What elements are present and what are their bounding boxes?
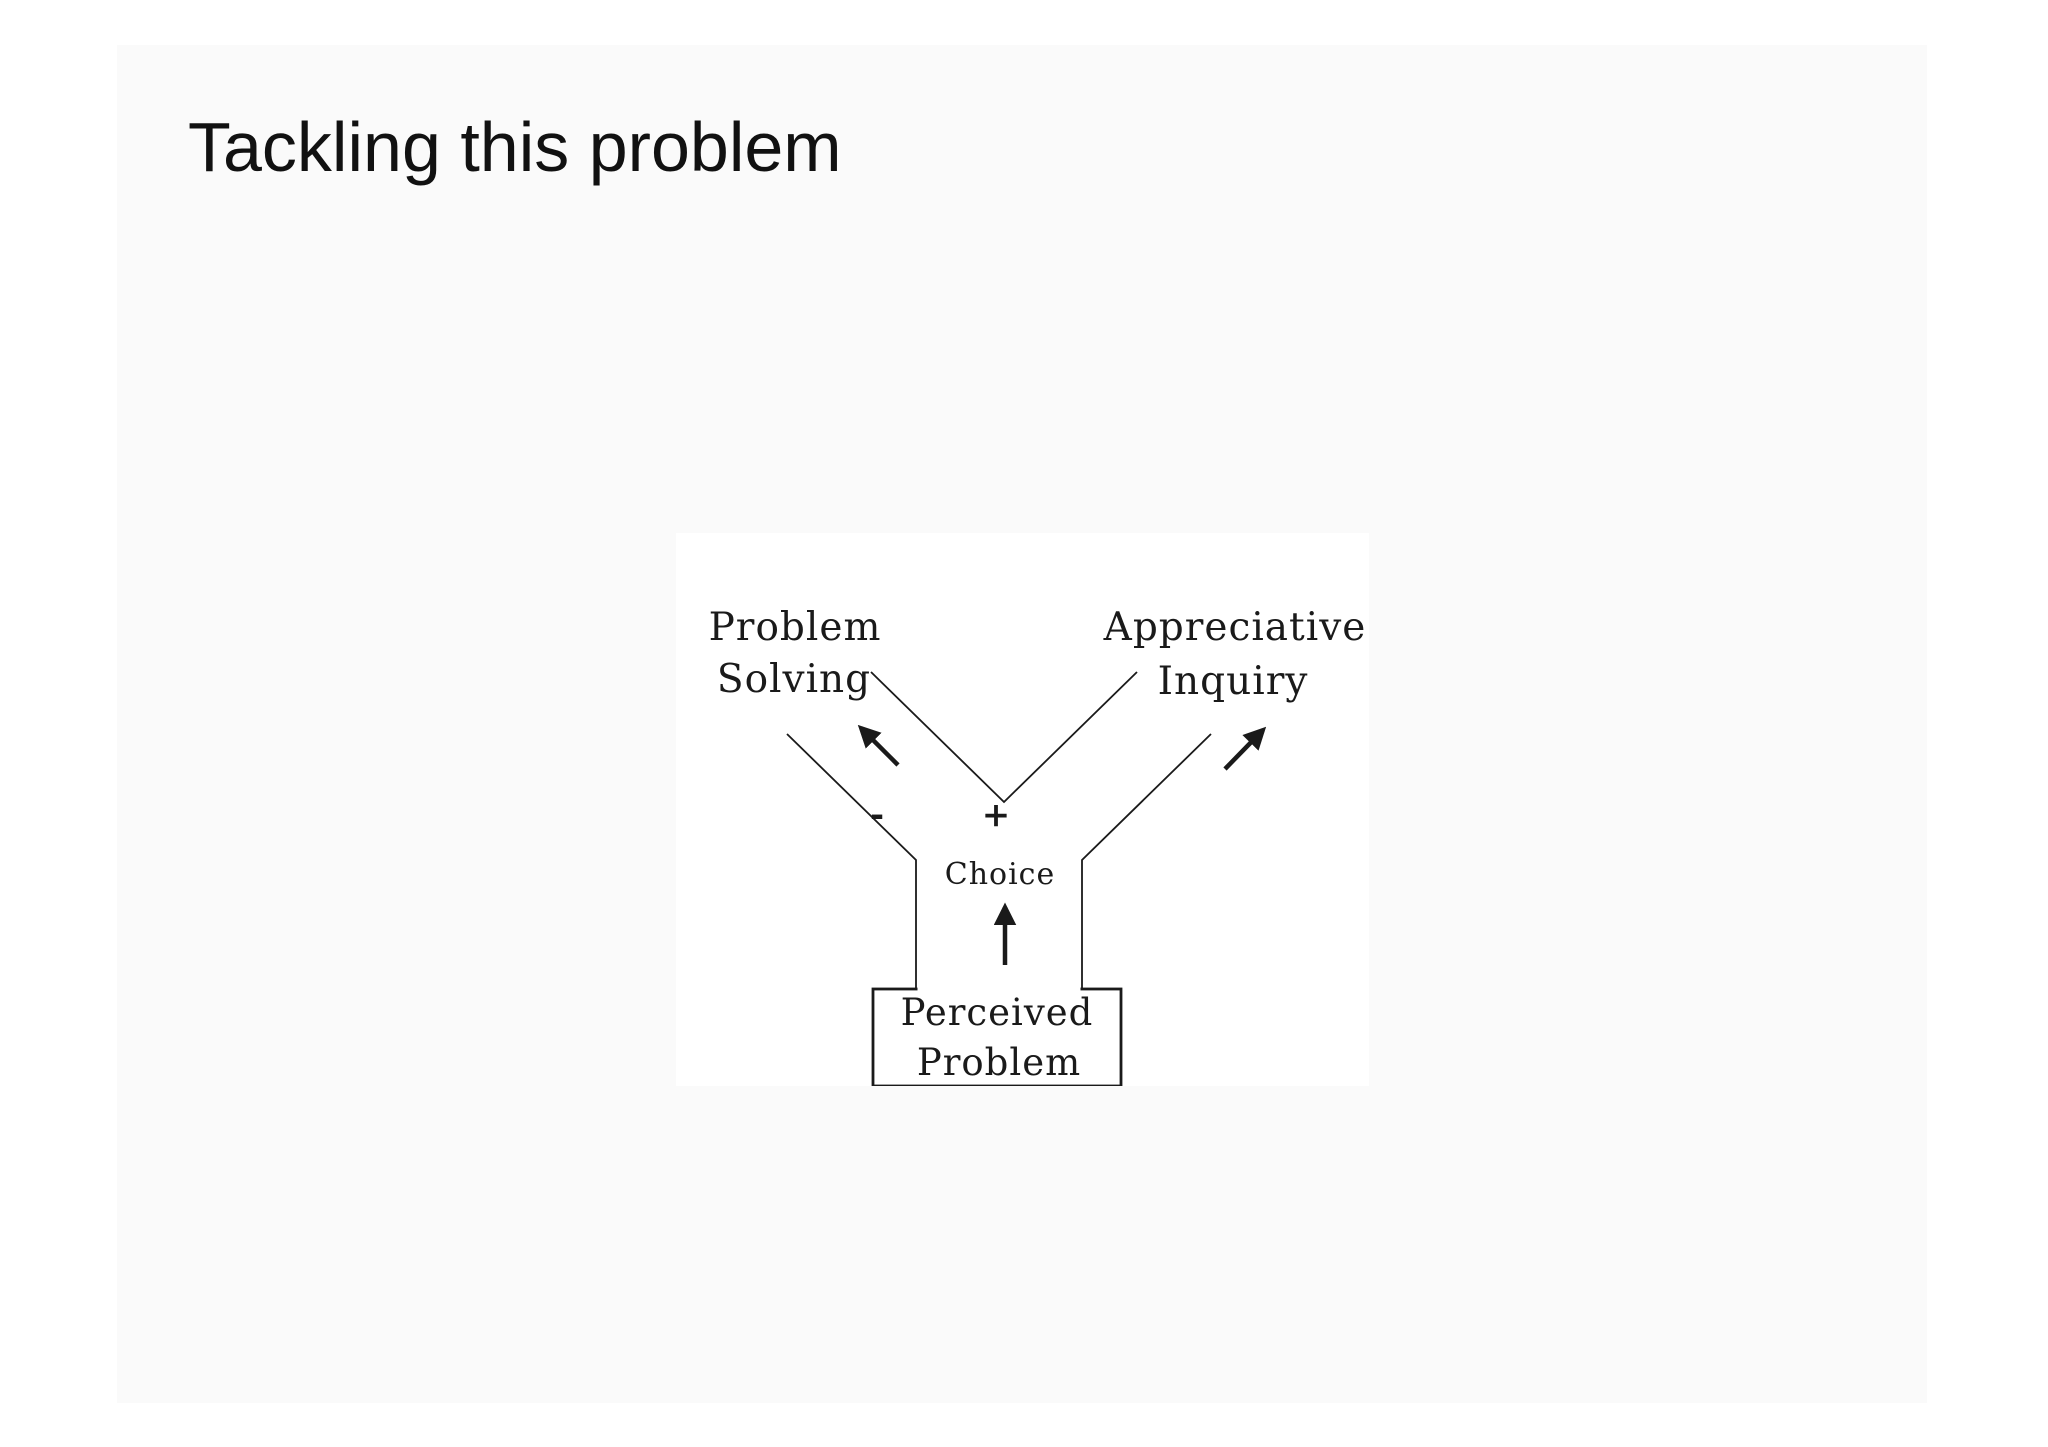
positive-sign: + <box>982 795 1011 835</box>
y-diagram-canvas: Problem Solving Appreciative Inquiry - +… <box>709 605 1367 1086</box>
choice-label: Choice <box>945 857 1056 892</box>
y-diagram: Problem Solving Appreciative Inquiry - +… <box>676 533 1369 1086</box>
right-branch-label-line1: Appreciative <box>1103 605 1367 650</box>
base-label-line2: Problem <box>917 1041 1081 1084</box>
right-outer-wall <box>1081 733 1212 988</box>
arrow-up-right-icon <box>1223 726 1267 771</box>
left-branch-label-line1: Problem <box>709 605 882 650</box>
right-branch-label-line2: Inquiry <box>1158 659 1309 704</box>
left-outer-wall <box>786 733 917 988</box>
negative-sign: - <box>870 795 884 835</box>
left-branch-label-line2: Solving <box>717 657 871 702</box>
base-label-line1: Perceived <box>901 991 1094 1034</box>
slide: Tackling this problem <box>117 45 1927 1403</box>
inner-v-wall <box>870 671 1138 804</box>
arrow-up-left-icon <box>857 724 900 767</box>
y-outline <box>786 671 1212 988</box>
slide-title: Tackling this problem <box>188 108 842 186</box>
